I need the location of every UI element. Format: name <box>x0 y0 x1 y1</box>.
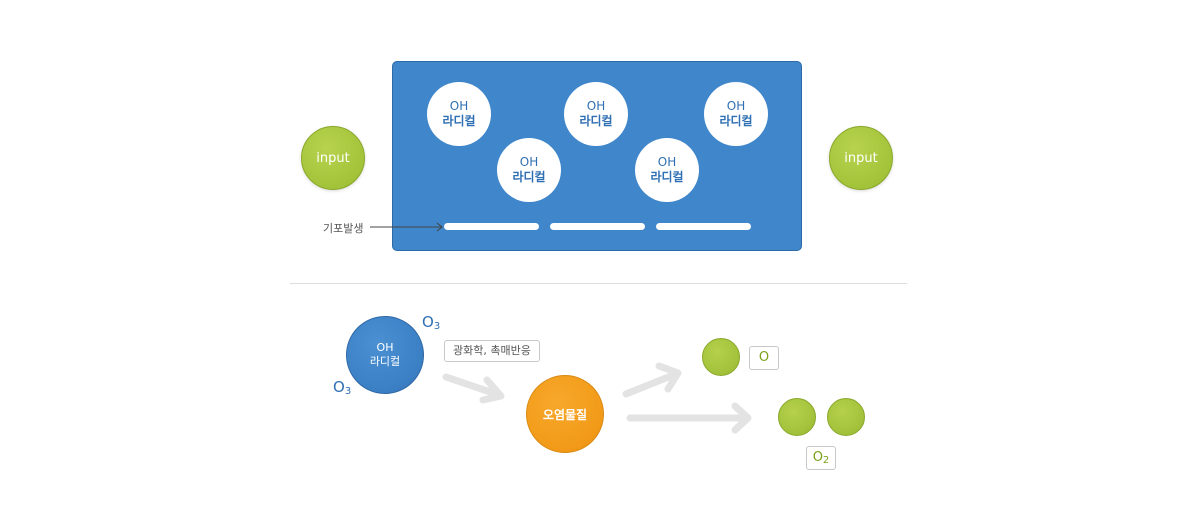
input-right-label: input <box>844 150 878 166</box>
oh-radical-5-label: 라디컬 <box>650 170 684 184</box>
oh-reactant-label: 라디컬 <box>369 355 401 368</box>
input-left-label: input <box>316 150 350 166</box>
bubble-label: 기포발생 <box>323 222 364 235</box>
arrow-pollutant-to-o2 <box>626 402 752 434</box>
oh-radical-2-label: 라디컬 <box>579 114 613 128</box>
oxygen-molecule-symbol: O <box>812 450 823 465</box>
oh-radical-4-formula: OH <box>519 155 539 169</box>
pollutant-node: 오염물질 <box>526 375 604 453</box>
bubble-pointer-arrow <box>370 222 443 232</box>
ozone-top-symbol: O <box>422 313 434 331</box>
process-tag: 광화학, 촉매반응 <box>444 340 540 362</box>
pollutant-label: 오염물질 <box>542 407 588 422</box>
oh-radical-4: OH 라디컬 <box>497 138 561 202</box>
bubble-bar-2 <box>550 223 645 230</box>
section-divider <box>290 283 907 284</box>
oh-radical-4-label: 라디컬 <box>512 170 546 184</box>
oh-radical-3: OH 라디컬 <box>704 82 768 146</box>
oh-reactant-formula: OH <box>376 341 394 354</box>
input-left-node: input <box>301 126 365 190</box>
oxygen-molecule-ball-2 <box>827 398 865 436</box>
ozone-label-top: O3 <box>422 313 441 332</box>
oxygen-molecule-tag: O2 <box>806 446 836 470</box>
oh-radical-2-formula: OH <box>586 99 606 113</box>
ozone-top-subscript: 3 <box>433 321 441 332</box>
oxygen-molecule-subscript: 2 <box>822 455 830 466</box>
oh-radical-3-formula: OH <box>726 99 746 113</box>
oxygen-atom-tag: O <box>749 346 779 370</box>
ozone-left-subscript: 3 <box>344 386 352 397</box>
ozone-label-left: O3 <box>333 378 352 397</box>
oh-radical-1: OH 라디컬 <box>427 82 491 146</box>
bubble-bar-1 <box>444 223 539 230</box>
oh-radical-5: OH 라디컬 <box>635 138 699 202</box>
oh-radical-reactant: OH 라디컬 <box>346 316 424 394</box>
oh-radical-2: OH 라디컬 <box>564 82 628 146</box>
oh-radical-1-label: 라디컬 <box>442 114 476 128</box>
ozone-left-symbol: O <box>333 378 345 396</box>
oxygen-molecule-ball-1 <box>778 398 816 436</box>
oxygen-atom-ball <box>702 338 740 376</box>
oh-radical-1-formula: OH <box>449 99 469 113</box>
oh-radical-3-label: 라디컬 <box>719 114 753 128</box>
oh-radical-5-formula: OH <box>657 155 677 169</box>
input-right-node: input <box>829 126 893 190</box>
arrow-pollutant-to-o <box>622 362 682 398</box>
arrow-oh-to-pollutant <box>442 373 505 404</box>
bubble-bar-3 <box>656 223 751 230</box>
